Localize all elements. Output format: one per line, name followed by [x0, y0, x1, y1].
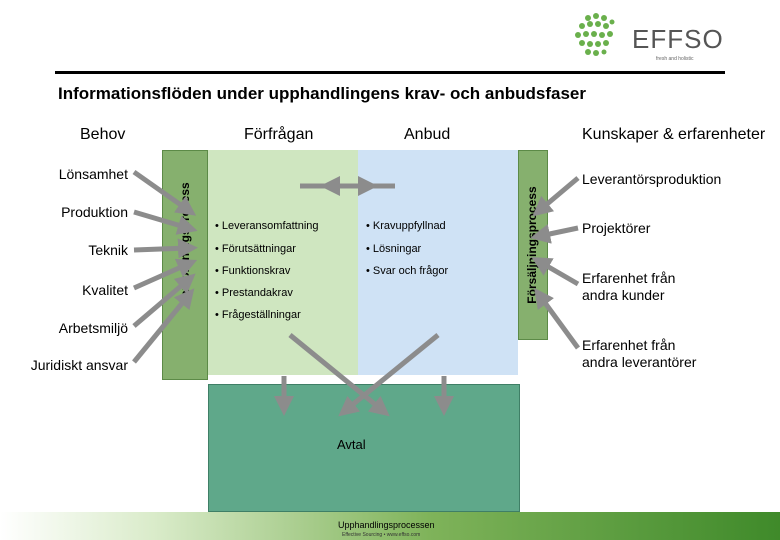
- svg-text:EFFSO: EFFSO: [632, 24, 724, 54]
- right-item-leverantorsproduktion: Leverantörsproduktion: [582, 171, 722, 187]
- logo-tagline: fresh and holistic: [656, 56, 694, 62]
- arrow-kvalitet: [132, 258, 198, 291]
- right-item-projektorer: Projektörer: [582, 220, 651, 236]
- column-behov: Behov: [80, 126, 126, 143]
- right-item-erfarenhet-leverantorer: Erfarenhet från andra leverantörer: [582, 337, 697, 370]
- avtal-box: [208, 384, 520, 512]
- left-item-kvalitet: Kvalitet: [82, 282, 128, 298]
- arrow-leverantorsproduktion: [532, 176, 580, 217]
- column-forfragan: Förfrågan: [244, 126, 314, 143]
- avtal-label: Avtal: [337, 437, 366, 452]
- forfragan-bullet-3: • Funktionskrav: [215, 265, 291, 277]
- forfragan-bullet-1: • Leveransomfattning: [215, 220, 319, 232]
- left-item-lonsamhet: Lönsamhet: [58, 166, 128, 182]
- arrow-teknik: [133, 238, 198, 259]
- anbud-bullet-3: • Svar och frågor: [366, 265, 449, 277]
- column-anbud: Anbud: [404, 126, 451, 143]
- arrow-arbetsmiljo: [132, 273, 196, 328]
- arrow-erfarenhet-leverantorer: [534, 287, 581, 350]
- anbud-bullet-1: • Kravuppfyllnad: [366, 220, 446, 232]
- logo-text: EFFSO: [632, 24, 724, 54]
- logo-dots-icon: EFFSO fresh and holistic: [575, 13, 724, 62]
- arrow-diag-1: [288, 333, 390, 417]
- forfragan-bullet-2: • Förutsättningar: [215, 243, 296, 255]
- left-item-juridiskt-ansvar: Juridiskt ansvar: [30, 357, 128, 373]
- footer-bar: [0, 512, 780, 540]
- right-item-erfarenhet-kunder: Erfarenhet från andra kunder: [582, 270, 676, 303]
- arrow-produktion: [133, 209, 198, 235]
- svg-text:fresh and holistic: fresh and holistic: [656, 56, 694, 62]
- footer-sub: Effective Sourcing • www.effso.com: [342, 532, 421, 538]
- arrow-lonsamhet: [132, 169, 197, 216]
- arrow-juridiskt: [132, 288, 195, 364]
- arrow-projektorer: [530, 224, 579, 244]
- page-title: Informationsflöden under upphandlingens …: [58, 84, 586, 103]
- left-item-arbetsmiljo: Arbetsmiljö: [58, 320, 128, 336]
- left-item-teknik: Teknik: [88, 242, 128, 258]
- title-rule: [55, 71, 725, 74]
- forfragan-bullet-5: • Frågeställningar: [215, 309, 301, 321]
- footer-title: Upphandlingsprocessen: [338, 520, 435, 530]
- arrow-erfarenhet-kunder: [531, 256, 580, 287]
- forfragan-bullet-4: • Prestandakrav: [215, 287, 293, 299]
- anbud-bullet-2: • Lösningar: [366, 243, 422, 255]
- arrow-diag-2: [338, 333, 440, 417]
- logo: EFFSO fresh and holistic: [570, 10, 730, 70]
- column-kunskaper: Kunskaper & erfarenheter: [582, 126, 766, 143]
- left-item-produktion: Produktion: [61, 204, 128, 220]
